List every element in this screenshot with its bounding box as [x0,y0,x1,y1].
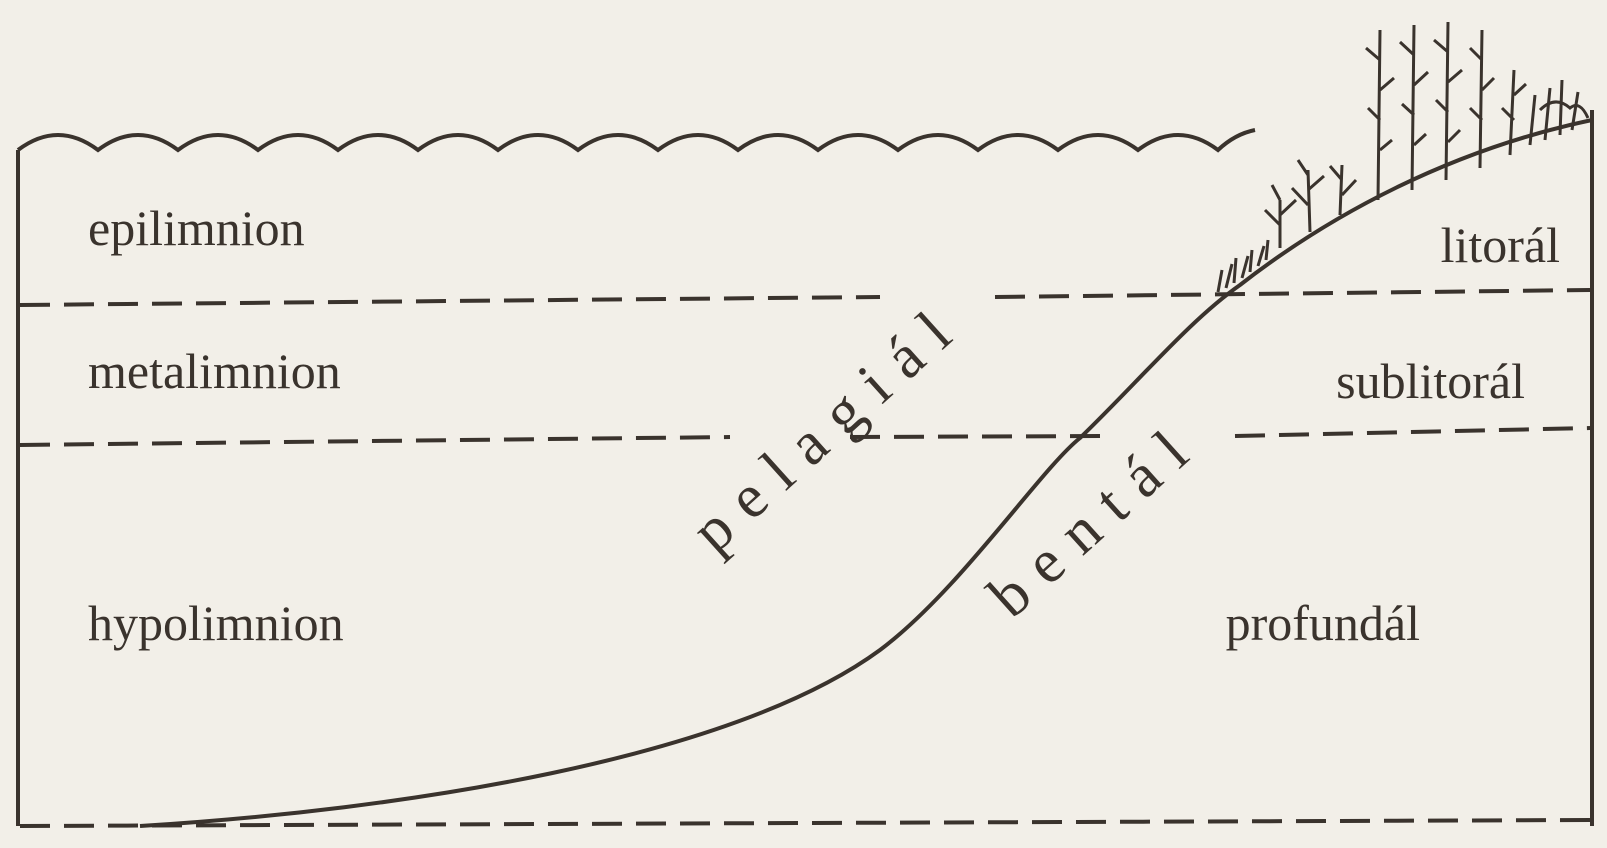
water-surface-line [16,128,1256,153]
meta-hypo-boundary-mid [849,434,1111,439]
profundal-label: profundál [1226,595,1420,651]
pelagial-label: pelagiál [679,287,977,565]
lake-bottom-profile [139,118,1593,828]
epilimnion-label: epilimnion [88,200,305,256]
bental-label: bentál [976,406,1214,630]
sublitoral-label: sublitorál [1336,353,1525,409]
epi-meta-boundary-right [994,288,1591,299]
meta-hypo-boundary-right [1234,426,1591,438]
bottom-dashed-line [19,818,1591,828]
meta-hypo-boundary-left [19,435,731,447]
litoral-label: litorál [1441,217,1560,273]
metalimnion-label: metalimnion [88,343,341,399]
epi-meta-boundary-left [19,295,881,307]
shore-vegetation [1216,21,1590,293]
hypolimnion-label: hypolimnion [88,595,344,651]
